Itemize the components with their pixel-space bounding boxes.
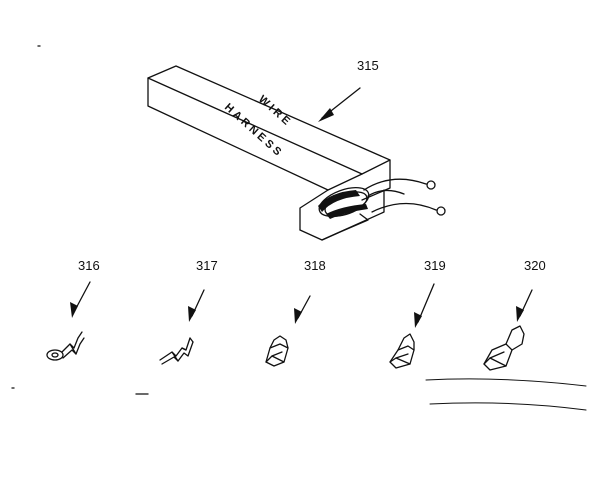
- part-number-317: 317: [196, 258, 218, 273]
- callout-arrow-320: [516, 289, 533, 322]
- terminal-318-female: [265, 335, 289, 367]
- wire-harness-box: WIRE HARNESS: [147, 65, 446, 241]
- part-number-318: 318: [304, 258, 326, 273]
- terminal-317-spade: [159, 337, 194, 365]
- callout-arrow-315: [318, 87, 361, 122]
- harness-label-line1: WIRE: [256, 93, 294, 129]
- part-number-319: 319: [424, 258, 446, 273]
- callout-arrow-317: [188, 289, 205, 322]
- terminal-316-ring: [46, 331, 85, 361]
- part-number-316: 316: [78, 258, 100, 273]
- part-number-320: 320: [524, 258, 546, 273]
- callout-arrow-319: [414, 283, 435, 328]
- part-number-315: 315: [357, 58, 379, 73]
- callout-arrow-318: [294, 295, 311, 324]
- terminal-320-female: [483, 325, 525, 371]
- scan-marks: [11, 45, 587, 411]
- terminal-319-female: [389, 333, 415, 369]
- callout-arrow-316: [70, 281, 91, 318]
